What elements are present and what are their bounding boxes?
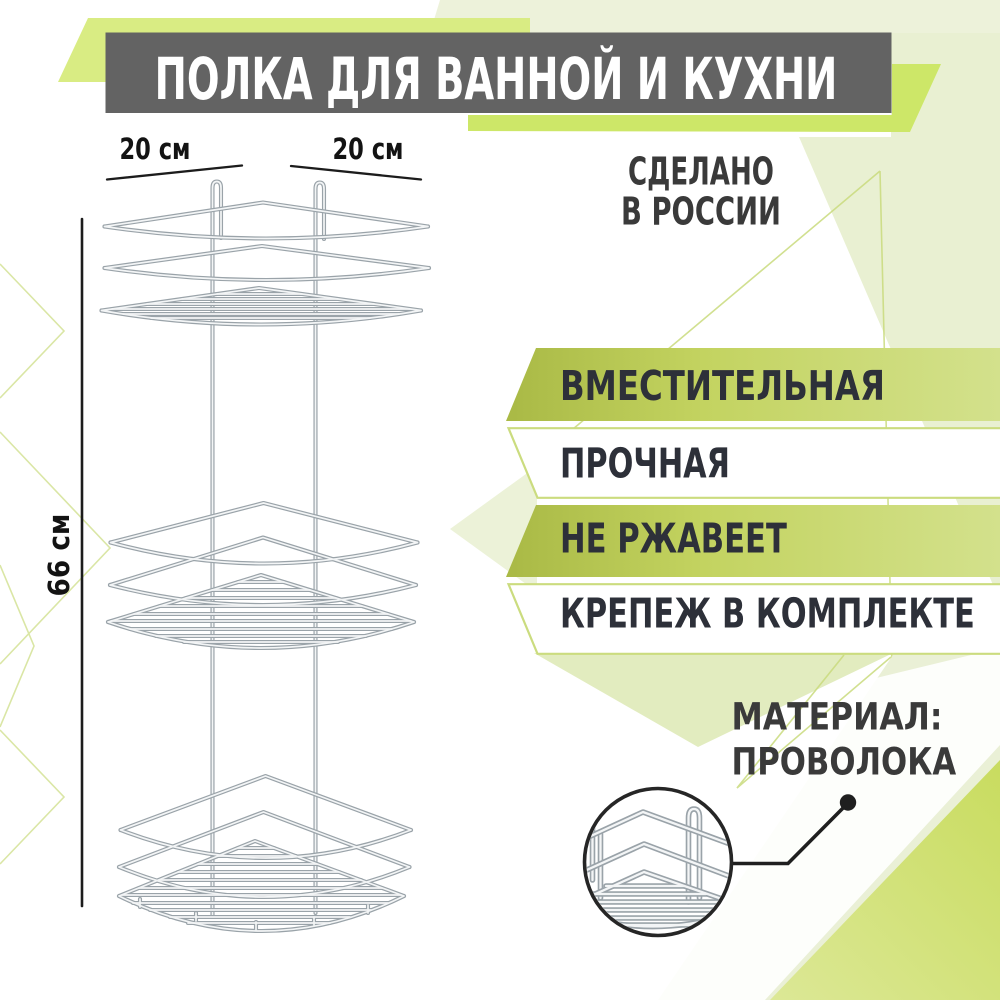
header-lime-accent-left — [58, 18, 530, 82]
dimension-annotations: 20 см 20 см 66 см — [42, 133, 423, 908]
bg-lime-corner — [770, 760, 1000, 1000]
callout-connector-line — [731, 802, 849, 866]
callout-dot — [839, 794, 857, 811]
feature-label-3: НЕ РЖАВЕЕТ — [560, 514, 787, 563]
detail-circle-border — [582, 786, 734, 938]
made-in-block: СДЕЛАНО В РОССИИ — [621, 149, 781, 233]
made-in-line2: В РОССИИ — [621, 189, 781, 234]
feature-label-2: ПРОЧНАЯ — [560, 440, 730, 488]
page-title: ПОЛКА ДЛЯ ВАННОЙ И КУХНИ — [155, 44, 838, 114]
dimension-line-left — [105, 164, 244, 181]
material-block: МАТЕРИАЛ: ПРОВОЛОКА — [582, 696, 957, 938]
feature-banners: ВМЕСТИТЕЛЬНАЯ ПРОЧНАЯ НЕ РЖАВЕЕТ КРЕПЕЖ … — [506, 348, 1000, 655]
feature-banner-1 — [506, 348, 1000, 421]
made-in-line1: СДЕЛАНО — [628, 149, 774, 193]
material-line1: МАТЕРИАЛ: — [732, 696, 943, 739]
bg-pale-top-strip — [430, 0, 1000, 33]
feature-banner-2 — [506, 427, 1000, 499]
feature-banner-3 — [506, 505, 1000, 577]
dimension-label-left: 20 см — [120, 133, 191, 166]
bg-white-swoosh — [642, 648, 1000, 1000]
dimension-label-height: 66 см — [42, 514, 77, 597]
header: ПОЛКА ДЛЯ ВАННОЙ И КУХНИ — [58, 18, 941, 132]
material-line2: ПРОВОЛОКА — [731, 741, 956, 784]
feature-banner-4 — [506, 583, 1000, 655]
header-banner — [105, 32, 892, 113]
feature-label-1: ВМЕСТИТЕЛЬНАЯ — [560, 362, 885, 410]
feature-label-4: КРЕПЕЖ В КОМПЛЕКТЕ — [560, 589, 975, 638]
bg-lime-band-bottom — [534, 653, 893, 747]
detail-circle-bg — [584, 788, 732, 936]
dimension-label-right: 20 см — [333, 133, 404, 166]
dimension-line-right — [289, 164, 423, 181]
bg-outline-v-bottom — [736, 654, 892, 789]
header-lime-accent-right — [468, 64, 941, 132]
bg-chevrons-left — [0, 263, 112, 865]
